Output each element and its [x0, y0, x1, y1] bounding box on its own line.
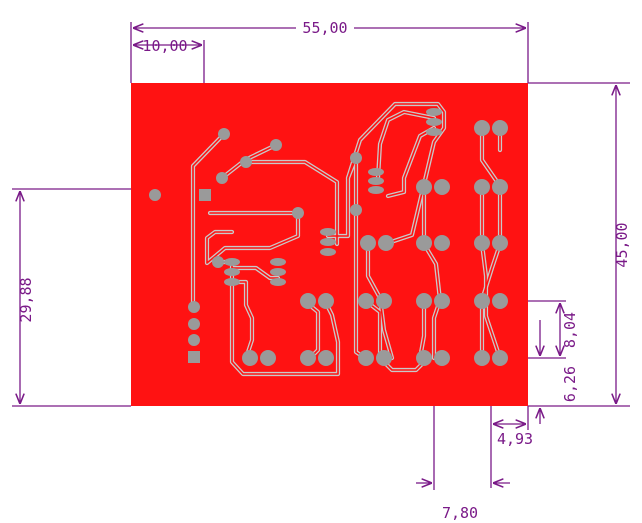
- dimension-bottom-offset-2: 7,80: [416, 406, 510, 522]
- dim-bottom-offset-1-label: 4,93: [497, 430, 533, 448]
- dimension-right-offset-1: 8,04: [528, 300, 579, 359]
- dim-hole-height-label: 29,88: [17, 277, 35, 322]
- dimension-board-width: 55,00: [130, 19, 529, 83]
- dim-right-offset-2-label: 6,26: [561, 366, 579, 402]
- dim-pad-offset-x-label: 10,00: [142, 37, 187, 55]
- dimension-board-height: 45,00: [528, 82, 631, 407]
- dimension-pad-offset-x: 10,00: [133, 37, 205, 83]
- dim-right-offset-1-label: 8,04: [561, 312, 579, 348]
- dimension-bottom-offset-1: 4,93: [490, 406, 533, 488]
- dim-board-height-label: 45,00: [613, 222, 631, 267]
- dimension-right-offset-2: 6,26: [540, 320, 579, 424]
- dim-bottom-offset-2-label: 7,80: [442, 504, 478, 522]
- dim-board-width-label: 55,00: [302, 19, 347, 37]
- dimension-hole-height: 29,88: [12, 188, 131, 407]
- component-pads: [149, 108, 508, 366]
